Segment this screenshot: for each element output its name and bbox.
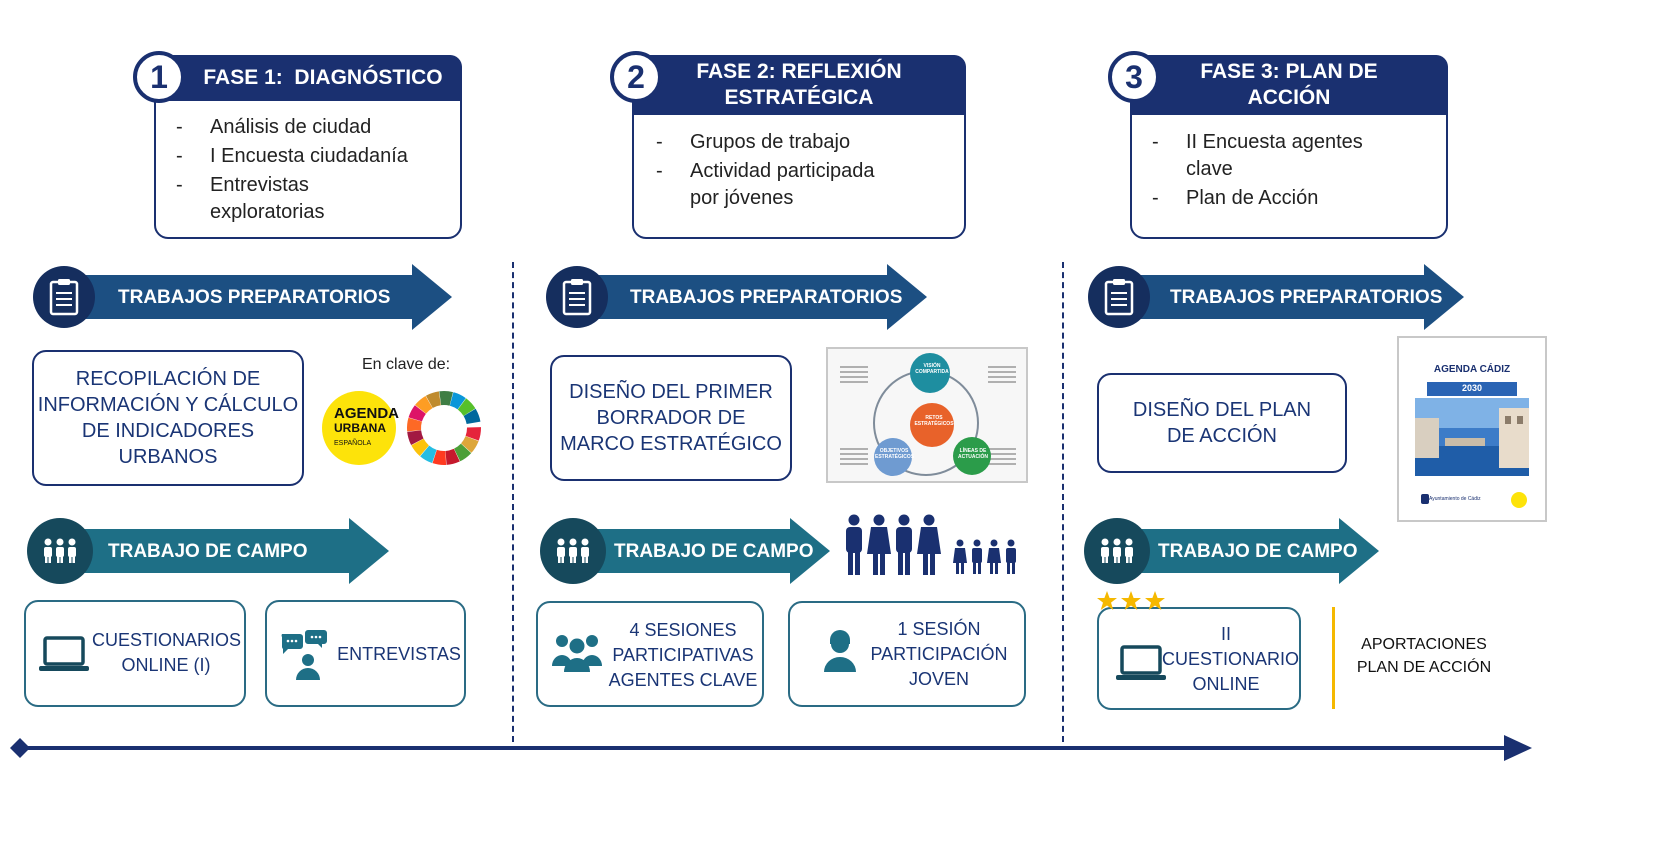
- phase-1-title: FASE 1: DIAGNÓSTICO: [154, 55, 462, 101]
- prep-arrow-1: [62, 264, 452, 330]
- framework-right: LÍNEAS DE ACTUACIÓN: [958, 448, 988, 460]
- list-item: -Análisis de ciudad: [176, 116, 372, 138]
- en-clave-label: En clave de:: [362, 356, 451, 373]
- laptop-icon: [1116, 645, 1166, 680]
- list-item: -Entrevistas exploratorias: [176, 174, 325, 223]
- people-icon: [1084, 518, 1150, 584]
- prep-arrow-2-label: TRABAJOS PREPARATORIOS: [630, 287, 903, 308]
- phase-3-title: FASE 3: PLAN DE ACCIÓN: [1130, 55, 1448, 115]
- phase-2-number: 2: [610, 51, 662, 103]
- phase-1-number: 1: [133, 51, 185, 103]
- phase-3-number: 3: [1108, 51, 1160, 103]
- clipboard-icon: [33, 266, 95, 328]
- people-icon: [540, 518, 606, 584]
- campo-arrow-2: [570, 518, 830, 584]
- framework-left: OBJETIVOS ESTRATÉGICOS: [875, 448, 915, 460]
- cover-agenda-logo: [1511, 492, 1527, 508]
- campo-box-joven: [788, 601, 1026, 707]
- campo-arrow-3: [1115, 518, 1379, 584]
- agenda-cadiz-cover: AGENDA CÁDIZ 2030 Ayuntamiento de Cádiz: [1397, 336, 1547, 522]
- youth-group-icon: [953, 539, 1016, 574]
- sdg-wheel-icon: [407, 391, 482, 466]
- campo-arrow-2-label: TRABAJO DE CAMPO: [614, 541, 814, 562]
- campo-box-ii-cuestionario: [1097, 607, 1301, 710]
- prep-arrow-2: [575, 264, 927, 330]
- phase-divider-2: [1062, 262, 1064, 742]
- campo-box-entrevistas: [265, 600, 466, 707]
- campo-arrow-3-label: TRABAJO DE CAMPO: [1158, 541, 1358, 562]
- campo-box-cuestionarios: [24, 600, 246, 707]
- star-icon: [1097, 591, 1165, 610]
- prep-arrow-1-label: TRABAJOS PREPARATORIOS: [118, 287, 391, 308]
- list-item: -Grupos de trabajo: [656, 131, 851, 153]
- framework-top: VISIÓN COMPARTIDA: [915, 363, 949, 375]
- prep-arrow-3: [1118, 264, 1464, 330]
- timeline-arrow: [10, 735, 1532, 761]
- campo-entrevistas-label: ENTREVISTAS: [337, 644, 461, 664]
- cover-footer: Ayuntamiento de Cádiz: [1429, 496, 1481, 502]
- clipboard-icon: [1088, 266, 1150, 328]
- adults-group-icon: [846, 514, 941, 575]
- cover-seal-icon: [1421, 494, 1429, 504]
- prep-arrow-3-label: TRABAJOS PREPARATORIOS: [1170, 287, 1443, 308]
- aportaciones-divider: [1332, 607, 1335, 709]
- list-item: -II Encuesta agentes clave: [1152, 131, 1363, 180]
- phase-1-bullets: -Análisis de ciudad -I Encuesta ciudadan…: [176, 114, 446, 226]
- group-icon: [552, 635, 602, 672]
- cover-year: 2030: [1461, 383, 1483, 393]
- phase-2-bullets: -Grupos de trabajo -Actividad participad…: [656, 129, 946, 212]
- agenda-urbana-logo: AGENDA URBANA ESPAÑOLA: [322, 391, 399, 465]
- phase-divider-1: [512, 262, 514, 742]
- phase-3-bullets: -II Encuesta agentes clave -Plan de Acci…: [1152, 129, 1422, 212]
- laptop-icon: [39, 636, 89, 671]
- framework-center: RETOS ESTRATÉGICOS: [914, 415, 954, 427]
- cover-photo: [1415, 398, 1529, 476]
- cover-title: AGENDA CÁDIZ: [1433, 364, 1511, 375]
- framework-thumbnail: VISIÓN COMPARTIDA RETOS ESTRATÉGICOS OBJ…: [826, 347, 1028, 483]
- campo-arrow-1: [55, 518, 389, 584]
- chat-icon: [281, 630, 327, 680]
- cover-year-band: [1427, 382, 1517, 396]
- campo-arrow-1-label: TRABAJO DE CAMPO: [108, 541, 308, 562]
- clipboard-icon: [546, 266, 608, 328]
- list-item: -I Encuesta ciudadanía: [176, 145, 408, 167]
- list-item: -Actividad participada por jóvenes: [656, 160, 875, 209]
- phase-2-title: FASE 2: REFLEXIÓN ESTRATÉGICA: [632, 55, 966, 115]
- person-icon: [824, 630, 856, 672]
- people-icon: [27, 518, 93, 584]
- campo-box-sesiones: [536, 601, 764, 707]
- list-item: -Plan de Acción: [1152, 187, 1319, 209]
